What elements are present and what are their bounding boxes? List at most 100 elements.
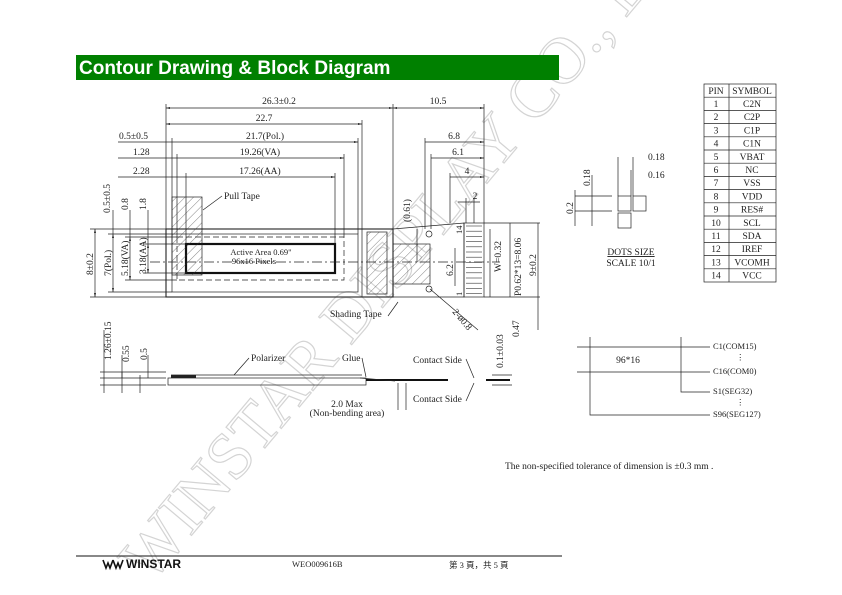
pin-symbol: VCOMH	[734, 258, 770, 268]
dim: 2.28	[133, 167, 150, 177]
pin-symbol: VBAT	[740, 153, 765, 163]
dots-scale: SCALE 10/1	[606, 259, 656, 269]
pin-symbol: VDD	[742, 192, 763, 202]
pin-number: 9	[714, 206, 719, 216]
dim: 6.8	[448, 132, 460, 142]
block-s1: S1(SEG32)	[713, 386, 752, 396]
dots-size-detail: 0.18 0.16 0.18 0.2 DOTS SIZE SCALE 10/1	[566, 153, 665, 269]
pin-header: PIN	[708, 87, 723, 97]
document-number: WEO009616B	[292, 559, 343, 569]
dim: P0.62*13=8.06	[514, 238, 524, 296]
dim: 19.26(VA)	[240, 147, 280, 158]
block-s96: S96(SEG127)	[713, 409, 761, 419]
pin-number: 1	[714, 100, 719, 110]
pin-table: PIN SYMBOL 1 C2N 2 C2P 3 C1P 4 C1N 5 VBAT 6 NC 7 VSS 8…	[703, 83, 777, 283]
block-c16: C16(COM0)	[713, 366, 757, 376]
dim: 6.1	[452, 148, 464, 158]
dim: 2	[473, 192, 478, 202]
pin-symbol: NC	[745, 166, 758, 176]
pin-symbol: SCL	[743, 219, 761, 229]
side-view: 1.26±0.15 0.55 0.5 Polarizer Glue Contac…	[100, 321, 512, 419]
pin-number: 4	[714, 140, 719, 150]
dim: 0.5±0.5	[103, 184, 113, 213]
pin-number: 8	[714, 192, 719, 202]
dim: 0.5	[140, 348, 150, 360]
shading-tape	[392, 243, 431, 285]
dim: 8±0.2	[86, 253, 96, 275]
pin-symbol: SDA	[742, 232, 761, 242]
pin-symbol: C1N	[743, 140, 761, 150]
contact-side-label: Contact Side	[413, 356, 462, 366]
dim: 2-ø0.8	[450, 308, 474, 333]
pin-number: 7	[714, 179, 719, 189]
dim: 0.8	[121, 198, 131, 210]
header-bar	[76, 55, 559, 80]
pin-number: 11	[711, 232, 720, 242]
dim: 0.47	[512, 320, 522, 337]
pin-number: 3	[714, 126, 719, 136]
page-number: 第 3 頁，共 5 頁	[449, 560, 509, 570]
pin-symbol: C2P	[744, 113, 760, 123]
block-center: 96*16	[616, 356, 640, 366]
dim: 9±0.2	[529, 254, 539, 276]
shading-tape-label: Shading Tape	[330, 310, 382, 320]
dim: 1.8	[139, 198, 149, 210]
dim: 4	[465, 167, 470, 177]
pin-number: 13	[711, 258, 721, 268]
block-dots: ⋮	[736, 397, 745, 407]
dim: 5.18(VA)	[120, 241, 131, 276]
pin-symbol: C1P	[744, 126, 760, 136]
dim: (0.61)	[402, 199, 413, 222]
block-c1: C1(COM15)	[713, 341, 757, 351]
pin-number: 2	[714, 113, 719, 123]
dim: W=0.32	[494, 241, 504, 272]
active-area-label: Active Area 0.69"	[230, 247, 291, 257]
tolerance-note: The non-specified tolerance of dimension…	[505, 461, 713, 472]
dim-width: 26.3±0.2	[262, 97, 296, 107]
dim: 0.18	[648, 153, 665, 163]
glue-label: Glue	[342, 354, 360, 364]
pull-tape-label: Pull Tape	[224, 192, 260, 202]
dim: 14	[454, 225, 464, 234]
pin-symbol: VSS	[743, 179, 760, 189]
dim: 0.55	[122, 345, 132, 362]
dimensions	[90, 104, 540, 330]
winstar-logo: WINSTAR	[102, 557, 181, 571]
dim: 3.18(AA)	[138, 237, 149, 274]
pull-tape	[171, 196, 203, 276]
dim: 1	[454, 292, 464, 296]
contact-side-label: Contact Side	[413, 395, 462, 405]
dim: 7(Pol.)	[103, 250, 114, 276]
pin-symbol: C2N	[743, 100, 761, 110]
block-dots: ⋮	[736, 352, 745, 362]
pin-number: 6	[714, 166, 719, 176]
dim-tail: 10.5	[430, 97, 447, 107]
pin-symbol: RES#	[741, 206, 763, 216]
dim: 0.5±0.5	[119, 132, 148, 142]
dim: 0.18	[583, 169, 593, 186]
max-label: 2.0 Max	[331, 400, 363, 410]
dim: 0.2	[566, 202, 576, 214]
pin-symbol: VCC	[742, 272, 762, 282]
polarizer-label: Polarizer	[251, 354, 286, 364]
dim: 21.7(Pol.)	[246, 131, 284, 142]
dim: 1.26±0.15	[104, 321, 114, 360]
non-bending-label: (Non-bending area)	[310, 408, 385, 419]
pixels-label: 96x16 Pixels	[232, 256, 276, 266]
symbol-header: SYMBOL	[732, 87, 772, 97]
pin-symbol: IREF	[742, 245, 763, 255]
pin-number: 5	[714, 153, 719, 163]
block-diagram: 96*16 C1(COM15) ⋮ C16(COM0) S1(SEG32) ⋮ …	[577, 337, 761, 419]
page-title: Contour Drawing & Block Diagram	[79, 58, 390, 79]
dim: 1.28	[133, 148, 150, 158]
pin-number: 12	[711, 245, 721, 255]
dim: 17.26(AA)	[239, 166, 280, 177]
dim: 0.1±0.03	[496, 334, 506, 368]
dim: 0.16	[648, 171, 665, 181]
dots-size-title: DOTS SIZE	[607, 248, 654, 258]
svg-text:WINSTAR: WINSTAR	[126, 557, 181, 571]
pin-number: 14	[711, 272, 721, 282]
pin-number: 10	[711, 219, 721, 229]
